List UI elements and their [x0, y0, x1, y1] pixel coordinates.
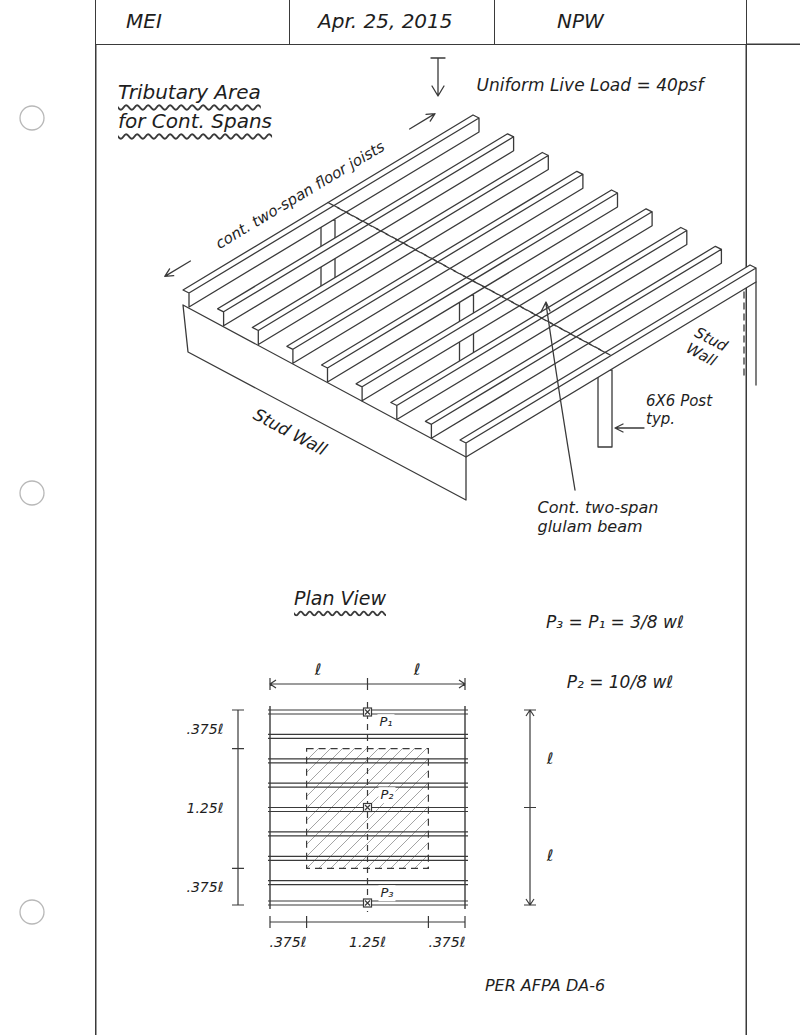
punch-hole — [20, 481, 44, 505]
dimension-label: ℓ — [547, 846, 554, 865]
dimension-line — [524, 710, 536, 905]
frame-line — [746, 45, 748, 1035]
dimension-line — [270, 678, 465, 690]
glulam-beam-hidden — [328, 203, 605, 353]
dimension-label: ℓ — [315, 660, 322, 679]
dimension-label: .375ℓ — [187, 721, 224, 738]
joist — [460, 265, 756, 457]
dimension-label: 1.25ℓ — [187, 800, 224, 817]
dimension-label: ℓ — [547, 749, 554, 768]
header-text: Apr. 25, 2015 — [318, 9, 453, 33]
header-cell: MEI — [95, 0, 290, 45]
post — [598, 370, 612, 447]
dimension-line — [232, 710, 244, 905]
punch-hole — [20, 900, 44, 924]
load-arrow — [431, 58, 445, 96]
wall-label: Stud Wall — [683, 323, 741, 376]
header-cell: NPW — [495, 0, 747, 45]
reference-note: PER AFPA DA-6 — [485, 976, 605, 995]
leader-arrow — [615, 424, 644, 432]
floor-joists — [183, 115, 756, 457]
dimension-label: .375ℓ — [429, 934, 466, 951]
punch-hole — [20, 106, 44, 130]
leader-arrow — [410, 114, 435, 129]
sheet-frame — [96, 44, 800, 1035]
leader-arrow — [541, 302, 575, 490]
header-cell: Apr. 25, 2015 — [290, 0, 495, 45]
tributary-area — [307, 749, 429, 869]
joist — [391, 228, 687, 420]
frame-line — [747, 44, 800, 46]
leader-arrow — [165, 261, 191, 276]
dimension-label: .375ℓ — [270, 934, 307, 951]
load-label: P₁ — [377, 714, 394, 730]
stud-wall — [755, 282, 756, 385]
member-label: Cont. two-span glulam beam — [538, 498, 693, 536]
load-label: P₂ — [378, 787, 395, 803]
load-note: Uniform Live Load = 40psf — [477, 75, 704, 95]
header-text: MEI — [126, 9, 162, 33]
dimension-label: ℓ — [414, 660, 421, 679]
punch-holes — [20, 106, 44, 924]
dimension-line — [270, 916, 465, 928]
sheet-title: Tributary Area for Cont. Spans — [118, 78, 293, 136]
plan-posts — [364, 708, 372, 907]
post-mark — [365, 710, 370, 906]
reaction-formula: P₂ = 10/8 wℓ — [567, 672, 674, 692]
post-label: 6X6 Post typ. — [646, 392, 734, 428]
stud-wall — [743, 292, 744, 380]
plan-view — [185, 678, 547, 928]
load-label: P₃ — [378, 885, 395, 901]
dimension-label: 1.25ℓ — [349, 934, 386, 951]
frame-line — [95, 45, 97, 1035]
reaction-formula: P₃ = P₁ = 3/8 wℓ — [546, 612, 684, 632]
dimension-label: .375ℓ — [187, 879, 224, 896]
view-title: Plan View — [294, 587, 386, 610]
glulam-beam-hidden — [334, 206, 611, 356]
header-text: NPW — [557, 9, 604, 33]
